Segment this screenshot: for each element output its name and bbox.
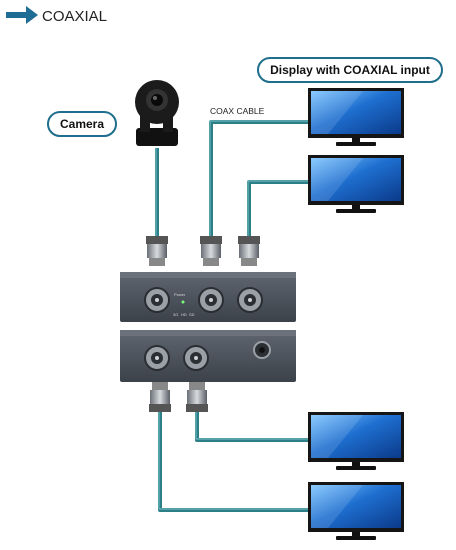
bnc-plug [146, 236, 168, 266]
bnc-port [144, 345, 170, 371]
cable-display-3 [195, 410, 312, 442]
display-monitor [308, 412, 404, 470]
coax-cable-label: COAX CABLE [210, 106, 265, 116]
mode-hd-label: HD [181, 312, 187, 317]
header-title: COAXIAL [42, 8, 107, 25]
display-monitor [308, 88, 404, 146]
splitter-top-unit: Power 3G HD SD [120, 272, 296, 322]
splitter-bottom-unit [120, 330, 296, 382]
bnc-port [183, 345, 209, 371]
power-jack [253, 341, 271, 359]
display-input-label: Display with COAXIAL input [270, 63, 430, 77]
display-monitor [308, 155, 404, 213]
bnc-plug [238, 236, 260, 266]
bnc-port [237, 287, 263, 313]
cable-display-1 [209, 120, 312, 236]
cable-display-2 [247, 180, 312, 236]
bnc-plug [149, 382, 171, 412]
bnc-port [144, 287, 170, 313]
display-callout: Display with COAXIAL input [257, 57, 443, 83]
header: COAXIAL [6, 6, 107, 25]
ptz-camera [135, 80, 179, 146]
display-monitor [308, 482, 404, 540]
bnc-plug [200, 236, 222, 266]
cable-display-4 [158, 410, 312, 512]
right-arrow-icon [6, 6, 38, 24]
camera-label: Camera [60, 117, 104, 131]
mode-3g-label: 3G [173, 312, 178, 317]
power-label: Power [174, 292, 186, 297]
coax-cables [155, 120, 312, 512]
camera-callout: Camera [47, 111, 117, 137]
power-led [181, 300, 185, 304]
mode-sd-label: SD [189, 312, 195, 317]
bnc-plug [186, 382, 208, 412]
bnc-port [198, 287, 224, 313]
